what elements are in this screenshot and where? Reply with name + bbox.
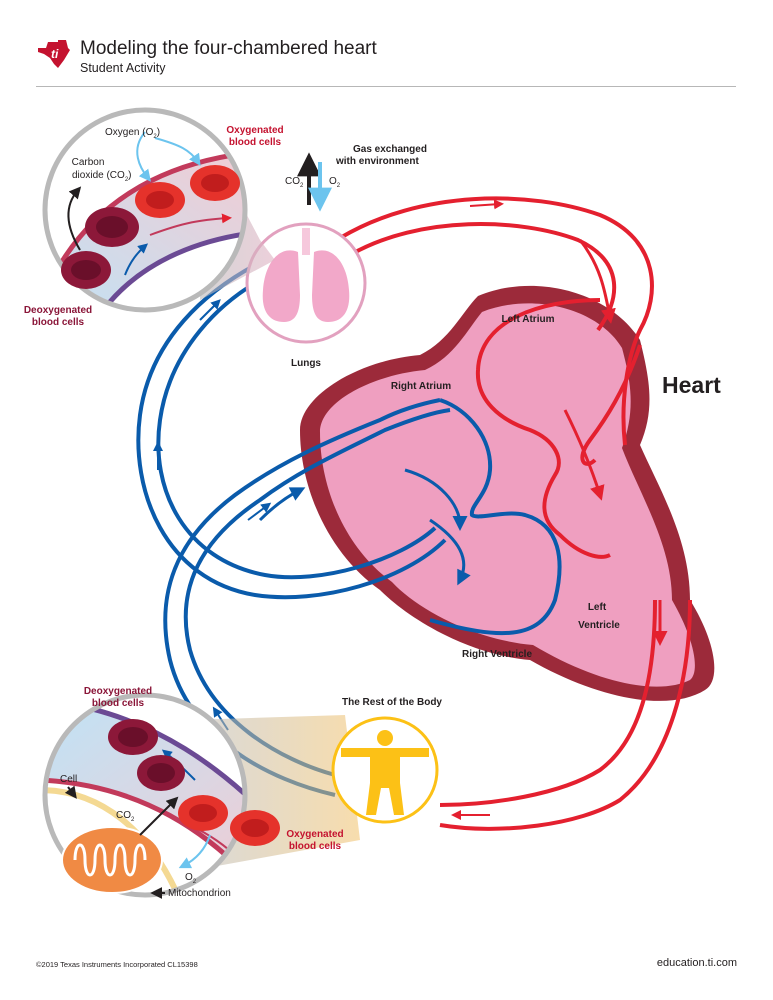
rest-of-body-label: The Rest of the Body (342, 697, 442, 708)
lung-co2-label: CO2 (285, 176, 304, 189)
pulmonary-artery-outer (156, 273, 437, 580)
person-body-icon (341, 748, 429, 815)
flow-arrow-red-top (469, 199, 504, 210)
o2-release-arrow (178, 834, 211, 869)
co2-release-arrow (67, 186, 82, 251)
magnifier-top (42, 107, 248, 313)
header: ti Modeling the four-chambered heart Stu… (36, 38, 736, 78)
right-ventricle-label: Right Ventricle (462, 649, 532, 660)
right-lung-icon (312, 250, 350, 322)
flow-arrow-blue-atrium (404, 468, 468, 531)
aorta-inner (439, 599, 657, 807)
oxygenated-cells-label-top-1: Oxygenated (226, 125, 283, 136)
carbon-dioxide-label-2: dioxide (CO2) (72, 170, 132, 183)
website-footer[interactable]: education.ti.com (656, 957, 737, 969)
deoxygenated-cells-label-top-2: blood cells (32, 317, 85, 328)
cell-membrane (45, 787, 183, 895)
left-atrium-label: Left Atrium (502, 314, 555, 325)
pulmonary-vein-inner (349, 222, 617, 332)
cell-pointer-arrow (64, 785, 77, 799)
carbon-dioxide-label-1: Carbon (72, 157, 105, 168)
o2-enter-arrow-1 (136, 131, 151, 182)
flow-arrow-vessel-top-blue (124, 243, 149, 276)
oxygen-label: Oxygen (O2) (105, 127, 160, 140)
deoxygenated-cells-label-top-1: Deoxygenated (24, 305, 92, 316)
right-atrium-label: Right Atrium (391, 381, 451, 392)
flow-arrow-blue-cava (258, 487, 306, 522)
gas-exchanged-line1: Gas exchanged (353, 144, 427, 155)
flow-arrow-blue-lung (199, 299, 221, 321)
heart (300, 285, 715, 701)
cell-label: Cell (60, 774, 77, 785)
heart-circulation-diagram: Lungs CO2 O2 Gas exchanged with environm… (24, 107, 721, 899)
heart-inner-chambers (320, 303, 695, 687)
ti-logo-icon: ti (38, 40, 70, 68)
flow-arrow-blue-vena (247, 502, 272, 521)
lungs (245, 222, 367, 344)
vessel-wall-top-upper (45, 147, 245, 306)
oxygenated-cells-label-top-2: blood cells (229, 137, 282, 148)
aorta-outer (439, 599, 692, 831)
deoxygenated-cells-label-bottom-1: Deoxygenated (84, 686, 152, 697)
lungs-label: Lungs (291, 358, 321, 369)
copyright-footer: ©2019 Texas Instruments Incorporated CL1… (36, 960, 198, 969)
flow-arrow-vessel-top (149, 213, 232, 236)
left-atrium-outline (475, 298, 611, 559)
page-title: Modeling the four-chambered heart (80, 38, 377, 59)
page-subtitle: Student Activity (80, 61, 166, 75)
pulmonary-artery-inner (136, 258, 447, 600)
trachea (302, 228, 310, 255)
lung-o2-label: O2 (329, 176, 341, 189)
pulmonary-vein-outer (338, 196, 654, 446)
deoxygenated-cells-label-bottom-2: blood cells (92, 698, 145, 709)
bottom-co2-label: CO2 (116, 810, 135, 823)
bottom-o2-label: O2 (185, 872, 197, 885)
gas-exchanged-line2: with environment (335, 156, 419, 167)
person-head-icon (377, 730, 393, 746)
header-divider (36, 86, 736, 87)
vessel-wall-bottom-lower (45, 777, 245, 895)
co2-enter-arrow (139, 796, 179, 836)
right-atrium-outline (429, 398, 562, 636)
heart-label: Heart (662, 372, 721, 398)
o2-enter-arrow-2 (154, 137, 201, 166)
svg-text:ti: ti (51, 47, 59, 61)
rest-of-body (331, 716, 439, 824)
magnifier-bottom (42, 692, 280, 899)
oxygenated-cells-label-bottom-2: blood cells (289, 841, 342, 852)
flow-arrow-blue-ventricle (429, 518, 471, 586)
mitochondrion-icon (61, 826, 163, 894)
left-lung-icon (262, 250, 300, 322)
oxygenated-cells-label-bottom-1: Oxygenated (286, 829, 343, 840)
left-ventricle-label-2: Ventricle (578, 620, 620, 631)
flow-arrow-red-ventricle (563, 409, 605, 501)
left-ventricle-label-1: Left (588, 602, 607, 613)
mitochondrion-label: Mitochondrion (168, 888, 231, 899)
flow-arrow-red-atrium (578, 239, 616, 324)
